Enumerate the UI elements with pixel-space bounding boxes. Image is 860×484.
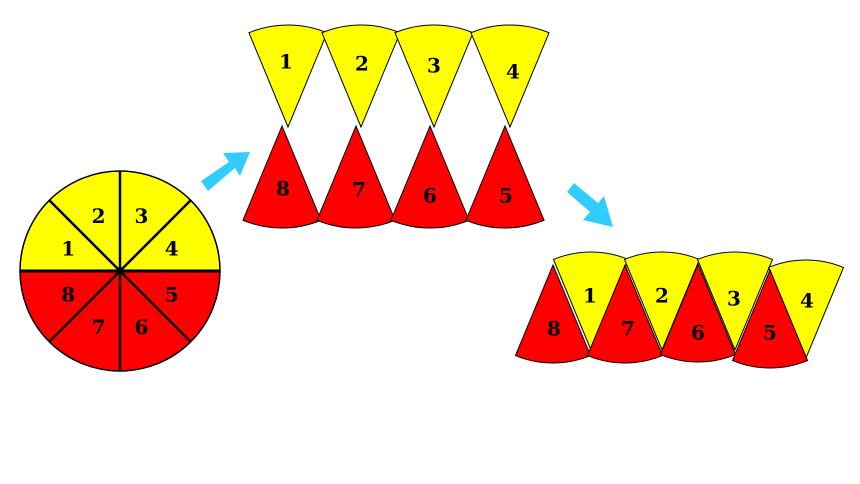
circle-sector-label: 7	[92, 315, 106, 339]
combined-sector-label: 3	[727, 287, 741, 311]
split-sector-label: 3	[427, 54, 441, 78]
split-sector-label: 4	[506, 60, 520, 84]
combined-sector-label: 8	[547, 317, 561, 341]
split-yellow-sector	[248, 24, 328, 129]
split-sector-label: 7	[352, 178, 366, 202]
circle-sector-label: 4	[165, 237, 179, 261]
split-sector-label: 6	[423, 184, 437, 208]
circle-sector-label: 6	[134, 315, 148, 339]
combined-sector-label: 5	[763, 321, 777, 345]
combined-sector-label: 1	[583, 284, 597, 308]
circle-radius	[119, 199, 192, 272]
combined-sector-label: 7	[621, 317, 635, 341]
combined-red-sector	[731, 268, 809, 369]
circle-sector-label: 1	[61, 237, 75, 261]
split-red-sector	[465, 124, 545, 229]
combined-sector-label: 4	[800, 289, 814, 313]
circle-sector-label: 8	[61, 282, 75, 306]
split-sector-label: 5	[499, 184, 513, 208]
combined-yellow-sector	[696, 251, 774, 352]
arrow-right-up-icon	[201, 152, 250, 191]
divided-circle: 12 34 87 65	[19, 170, 221, 372]
split-red-sector	[390, 124, 470, 229]
combined-red-sector	[514, 263, 592, 364]
split-sector-label: 8	[276, 177, 290, 201]
split-sector-label: 2	[355, 52, 369, 76]
combined-yellow-sector	[767, 259, 845, 360]
combined-red-sector	[659, 262, 737, 363]
arrow-right-down-icon	[567, 183, 613, 227]
combined-yellow-sector	[623, 251, 701, 352]
combined-red-sector	[586, 263, 664, 364]
circle-radius	[119, 270, 192, 343]
rearranged-parallelogram: 8 7 6 5 1 2 3 4	[514, 251, 845, 369]
circle-sector-label: 2	[92, 204, 106, 228]
split-sector-label: 1	[279, 50, 293, 74]
split-yellow-sector	[321, 24, 401, 129]
combined-sector-label: 2	[655, 284, 669, 308]
circle-radius	[48, 199, 121, 272]
split-yellow-sector	[470, 24, 550, 129]
circle-sector-label: 3	[134, 204, 148, 228]
split-yellow-sector	[394, 24, 474, 129]
separated-sectors: 1 2 3 4 8 7 6 5	[242, 24, 550, 229]
circle-radius	[48, 270, 121, 343]
combined-sector-label: 6	[691, 321, 705, 345]
circle-outline	[19, 170, 221, 372]
arrows	[201, 152, 613, 227]
circle-sector-label: 5	[165, 282, 179, 306]
